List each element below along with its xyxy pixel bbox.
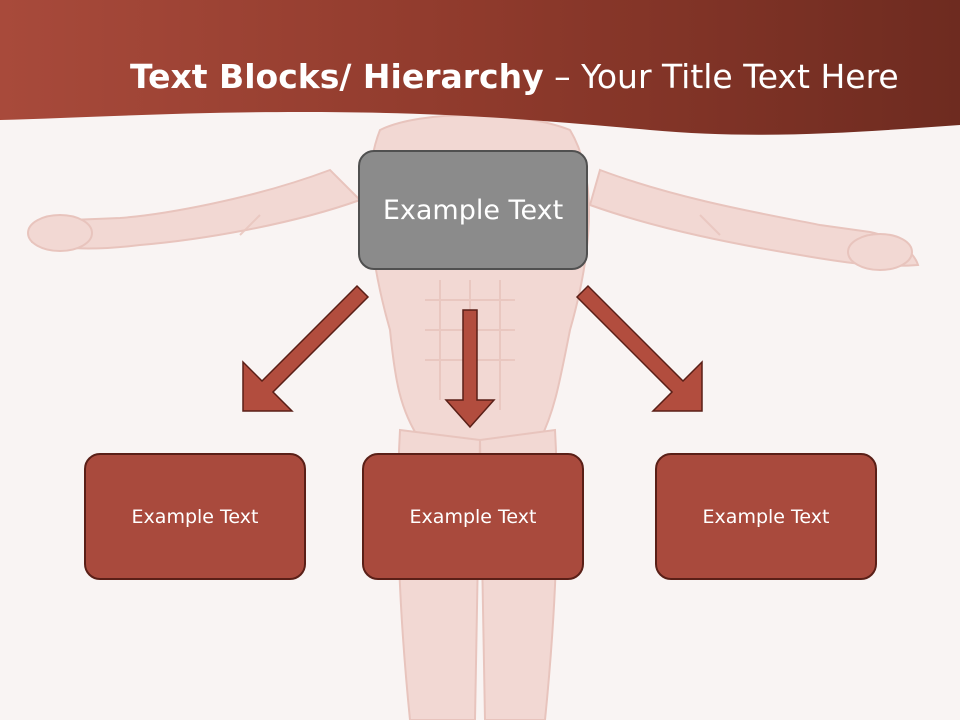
root-box[interactable]: Example Text <box>358 150 588 270</box>
title-rest: – Your Title Text Here <box>543 57 899 96</box>
child-box-right[interactable]: Example Text <box>655 453 877 580</box>
title-bold: Text Blocks/ Hierarchy <box>130 57 544 96</box>
child-box-center[interactable]: Example Text <box>362 453 584 580</box>
child-box-left[interactable]: Example Text <box>84 453 306 580</box>
header-banner <box>0 0 960 135</box>
slide-title: Text Blocks/ Hierarchy – Your Title Text… <box>130 52 899 102</box>
